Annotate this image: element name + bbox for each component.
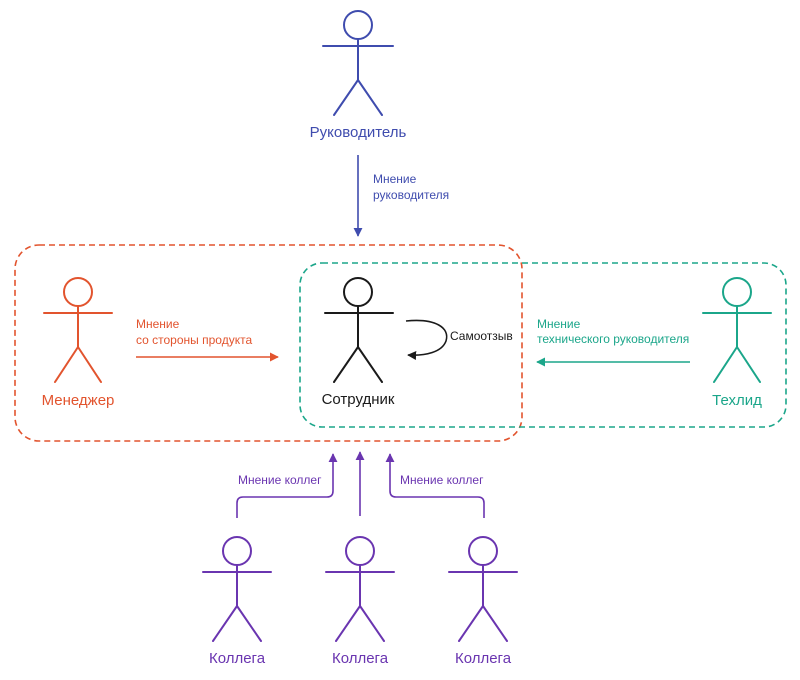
manager-actor bbox=[43, 277, 113, 383]
product-group-box bbox=[14, 244, 523, 442]
manager-feedback-label-line2: со стороны продукта bbox=[136, 333, 252, 347]
lead-actor bbox=[322, 10, 394, 116]
techlead-left-leg bbox=[713, 346, 738, 383]
peers-left-feedback-label: Мнение коллег bbox=[238, 473, 322, 487]
colleague-1-left-leg bbox=[212, 605, 238, 642]
techlead-head bbox=[722, 277, 752, 307]
lead-right-leg bbox=[357, 79, 383, 116]
techlead-feedback-label-line2: технического руководителя bbox=[537, 332, 689, 346]
employee-right-leg bbox=[357, 346, 383, 383]
lead-actor-label: Руководитель bbox=[310, 124, 407, 141]
techlead-actor bbox=[702, 277, 772, 383]
manager-left-leg bbox=[54, 346, 79, 383]
lead-left-leg bbox=[333, 79, 359, 116]
colleague-2-label: Коллега bbox=[332, 650, 389, 667]
colleague-1-label: Коллега bbox=[209, 650, 266, 667]
employee-left-leg bbox=[333, 346, 359, 383]
techlead-actor-label: Техлид bbox=[712, 392, 762, 409]
lead-feedback-label-line1: Мнение bbox=[373, 172, 417, 186]
tech-group-box bbox=[299, 262, 787, 428]
colleague-2-right-leg bbox=[359, 605, 385, 642]
peers-right-feedback-arrow bbox=[385, 453, 485, 518]
manager-feedback-label-line1: Мнение bbox=[136, 317, 180, 331]
employee-actor-label: Сотрудник bbox=[322, 391, 395, 408]
colleague-2-left-leg bbox=[335, 605, 361, 642]
techlead-right-leg bbox=[736, 346, 761, 383]
peers-right-feedback-label: Мнение коллег bbox=[400, 473, 484, 487]
colleague-actor-3 bbox=[448, 536, 518, 642]
colleague-3-right-leg bbox=[482, 605, 508, 642]
colleague-actor-1 bbox=[202, 536, 272, 642]
colleague-2-head bbox=[345, 536, 375, 566]
manager-head bbox=[63, 277, 93, 307]
colleague-1-head bbox=[222, 536, 252, 566]
colleague-3-head bbox=[468, 536, 498, 566]
manager-actor-label: Менеджер bbox=[42, 392, 115, 409]
techlead-feedback-label-line1: Мнение bbox=[537, 317, 581, 331]
employee-head bbox=[343, 277, 373, 307]
manager-right-leg bbox=[77, 346, 102, 383]
lead-feedback-label-line2: руководителя bbox=[373, 188, 449, 202]
lead-head bbox=[343, 10, 373, 40]
colleague-1-right-leg bbox=[236, 605, 262, 642]
self-review-loop-arrow bbox=[405, 319, 448, 360]
peers-left-feedback-arrow bbox=[236, 453, 338, 518]
employee-actor bbox=[324, 277, 394, 383]
colleague-3-label: Коллега bbox=[455, 650, 512, 667]
self-review-label: Самоотзыв bbox=[450, 329, 513, 343]
colleague-3-left-leg bbox=[458, 605, 484, 642]
colleague-actor-2 bbox=[325, 536, 395, 642]
